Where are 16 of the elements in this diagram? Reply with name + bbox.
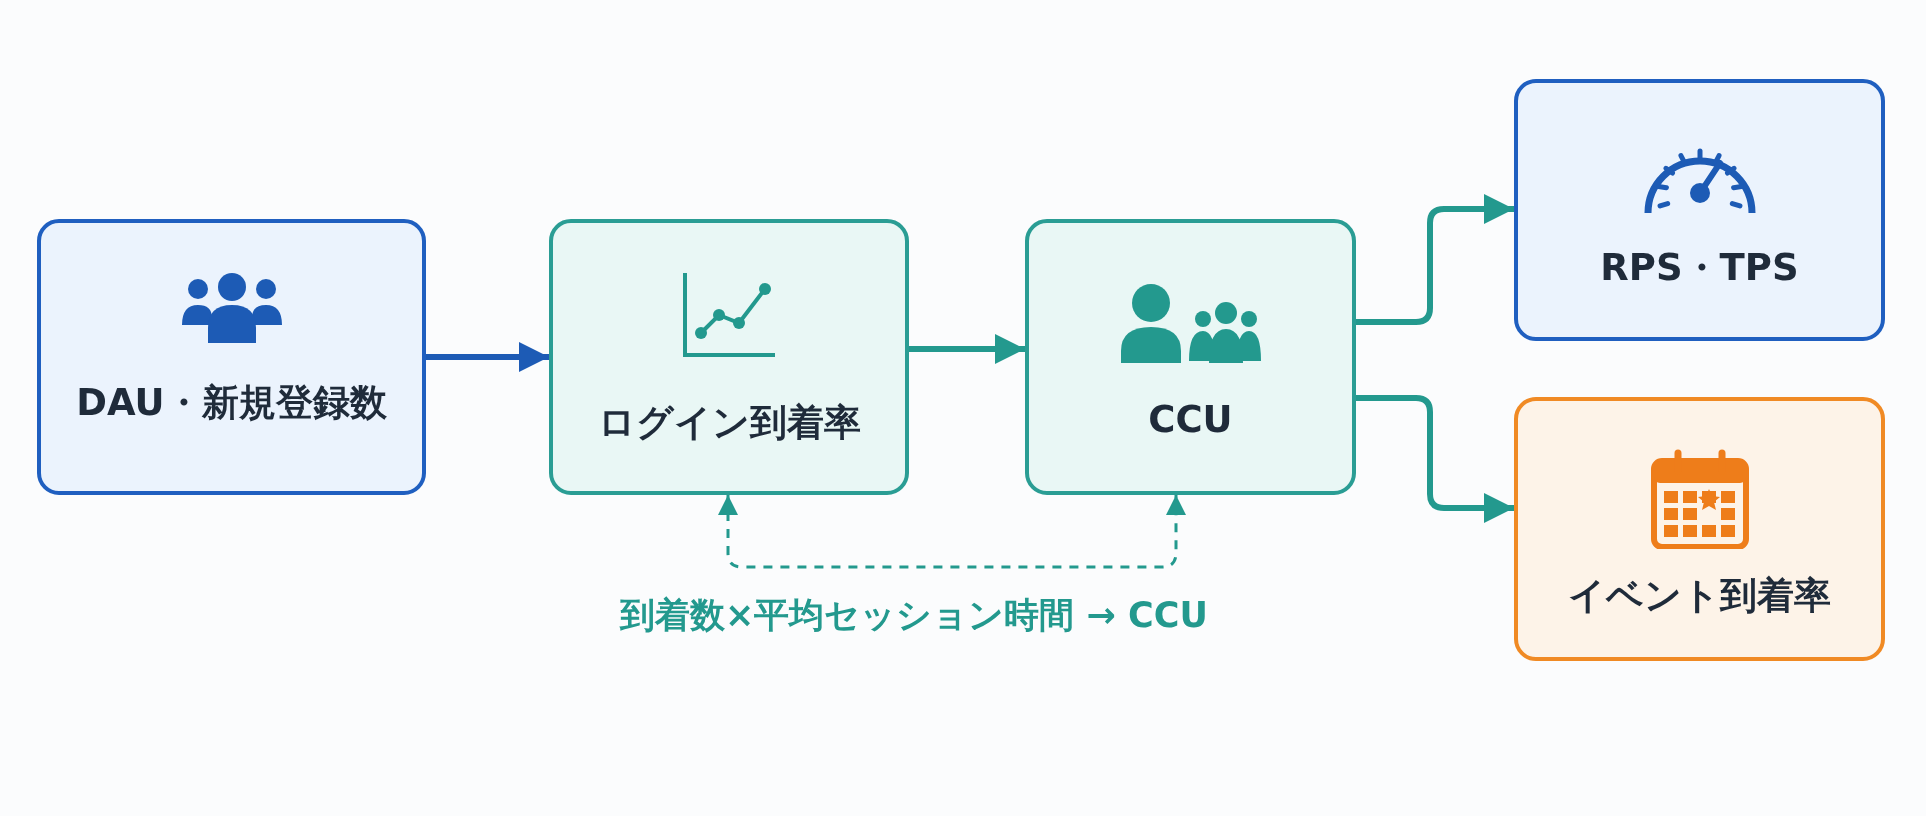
process-box — [1514, 79, 1885, 341]
arrow — [909, 334, 1025, 364]
node-label: CCU — [1147, 398, 1234, 441]
process-box — [37, 219, 426, 495]
process-box — [1514, 397, 1885, 661]
arrow — [426, 342, 549, 372]
process-box — [549, 219, 909, 495]
node-label: ログイン到着率 — [596, 400, 862, 446]
node-label: RPS・TPS — [1599, 245, 1800, 291]
arrow — [1356, 194, 1514, 325]
arrow — [1356, 395, 1514, 523]
process-box — [1025, 219, 1356, 495]
dashed-arrow — [718, 495, 1186, 569]
node-label: DAU・新規登録数 — [75, 380, 388, 426]
formula-note: 到着数×平均セッション時間 → CCU — [620, 594, 1208, 637]
node-label: イベント到着率 — [1567, 573, 1832, 619]
